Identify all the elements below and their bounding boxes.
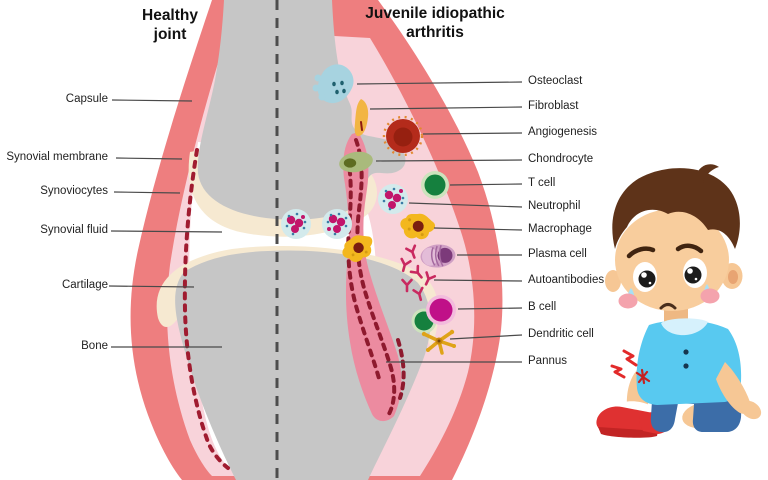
label-b-cell: B cell (528, 301, 557, 313)
label-plasma-cell: Plasma cell (528, 248, 587, 260)
label-synoviocytes: Synoviocytes (40, 185, 108, 197)
boy-head (605, 164, 743, 311)
label-capsule: Capsule (65, 93, 108, 105)
boy-shirt (636, 320, 742, 405)
neutrophil-icons (281, 184, 408, 239)
label-dendritic-cell: Dendritic cell (528, 328, 594, 340)
label-neutrophil: Neutrophil (528, 200, 581, 212)
label-cartilage: Cartilage (61, 279, 108, 291)
pannus-cluster (343, 132, 406, 422)
label-autoantibodies: Autoantibodies (528, 274, 605, 286)
label-osteoclast: Osteoclast (528, 75, 583, 87)
boy-collar (661, 318, 708, 336)
dendritic-cell-icon (421, 329, 456, 355)
boy-eyebrows (626, 243, 704, 259)
fibroblast-icon (354, 99, 369, 137)
label-angiogenesis: Angiogenesis (528, 126, 598, 138)
plasma-cell-icon (420, 244, 456, 268)
autoantibodies-icon (400, 244, 437, 302)
knee-pain-marks (610, 349, 651, 385)
b-cell-icon (426, 295, 456, 325)
jia-title: Juvenile idiopathic arthritis (365, 5, 505, 41)
label-pannus: Pannus (528, 355, 568, 367)
label-chondrocyte: Chondrocyte (528, 153, 594, 165)
crying-boy-illustration (596, 164, 762, 438)
macrophage-icons (342, 213, 436, 262)
label-synovial-fluid: Synovial fluid (40, 224, 108, 236)
boy-sad-mouth (659, 303, 677, 310)
label-bone: Bone (81, 340, 108, 352)
label-t-cell: T cell (528, 177, 556, 189)
boy-arm (716, 362, 762, 420)
chondrocyte-icon (339, 151, 373, 173)
osteoclast-icon (312, 64, 354, 104)
label-macrophage: Macrophage (528, 223, 592, 235)
synoviocytes-dashes (182, 148, 230, 470)
boy-hair (612, 168, 740, 249)
leader-lines (108, 81, 523, 363)
healthy-joint-title: Healthy joint (142, 7, 198, 43)
angiogenesis-icon (382, 115, 424, 157)
t-cell-icon (411, 171, 449, 334)
label-fibroblast: Fibroblast (528, 100, 579, 112)
label-synovial-membrane: Synovial membrane (6, 151, 108, 163)
boy-buttons (683, 349, 689, 369)
